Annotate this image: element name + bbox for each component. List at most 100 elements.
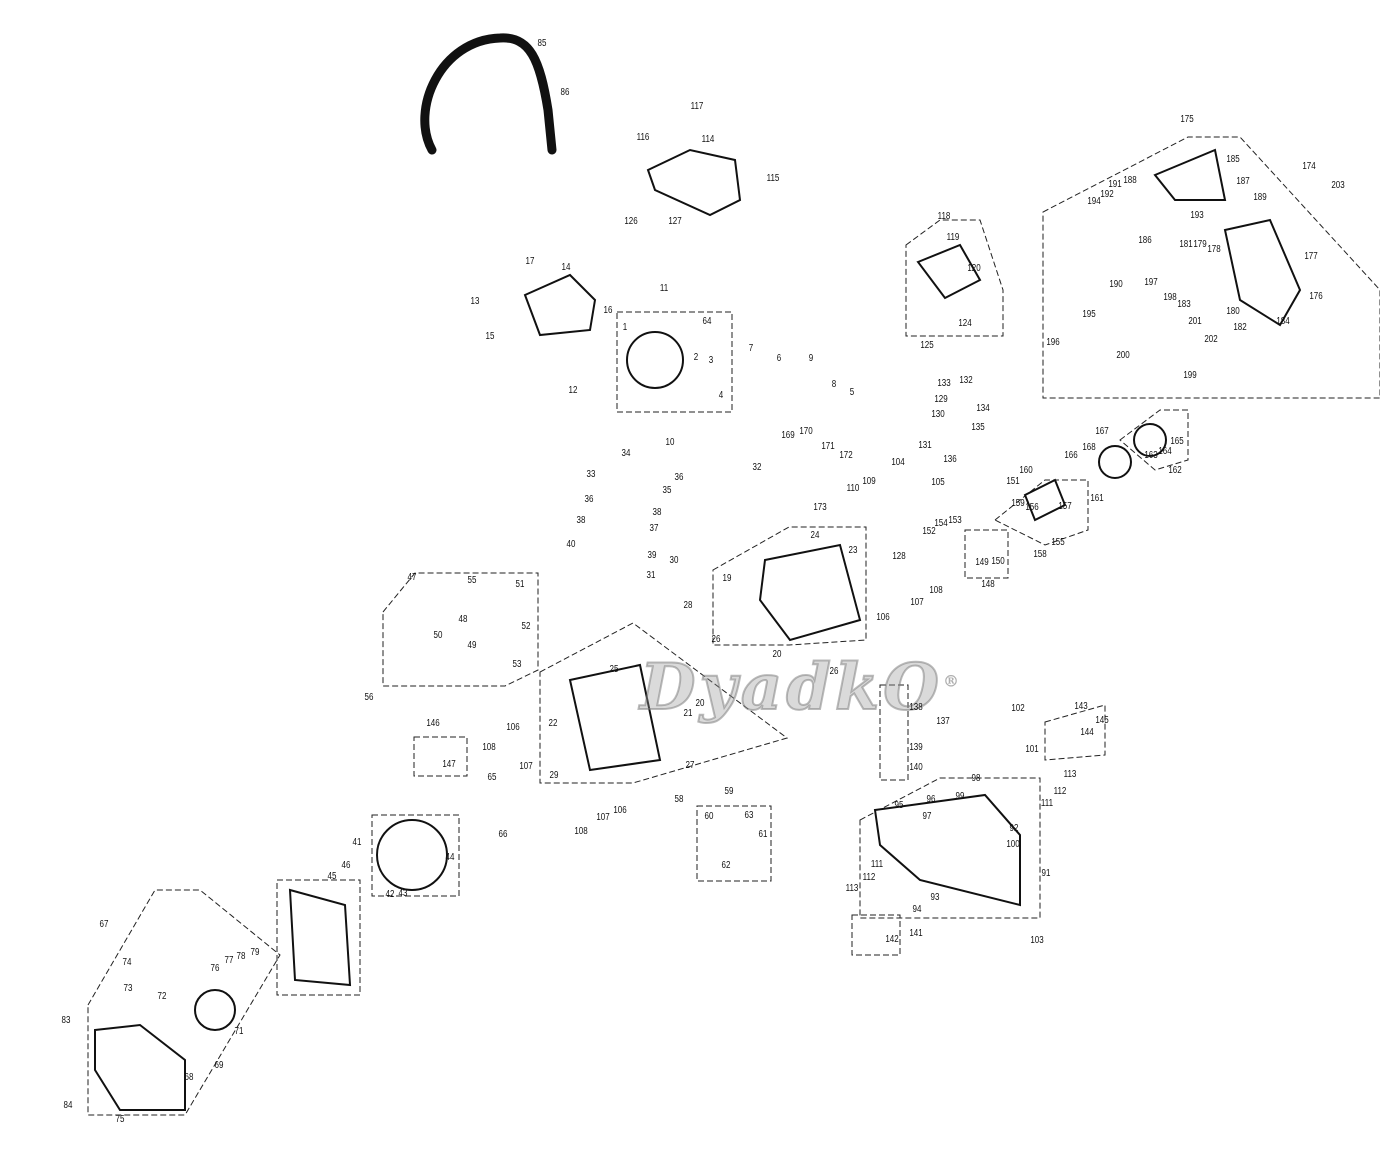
group-outline-146: [413, 736, 468, 777]
part-number-label: 22: [548, 718, 558, 729]
part-number-label: 141: [909, 928, 923, 939]
part-number-label: 100: [1006, 839, 1020, 850]
part-number-label: 164: [1158, 446, 1172, 457]
part-number-label: 36: [674, 472, 684, 483]
part-number-label: 131: [918, 440, 932, 451]
part-number-label: 101: [1025, 744, 1039, 755]
part-number-label: 59: [724, 786, 734, 797]
part-number-label: 112: [1053, 786, 1067, 797]
part-number-label: 198: [1163, 292, 1177, 303]
part-number-label: 111: [870, 859, 884, 870]
part-number-label: 148: [981, 579, 995, 590]
part-number-label: 127: [668, 216, 682, 227]
part-number-label: 112: [862, 872, 876, 883]
part-number-label: 98: [971, 773, 981, 784]
part-number-label: 152: [922, 526, 936, 537]
part-number-label: 171: [821, 441, 835, 452]
part-number-label: 149: [975, 557, 989, 568]
part-number-label: 126: [624, 216, 638, 227]
part-number-label: 38: [652, 507, 662, 518]
part-number-label: 27: [685, 760, 695, 771]
part-number-label: 83: [61, 1015, 71, 1026]
watermark-logo: DyadkO®: [639, 649, 963, 726]
part-number-label: 32: [752, 462, 762, 473]
part-number-label: 76: [210, 963, 220, 974]
part-number-label: 99: [955, 791, 965, 802]
cylinder-1: [626, 331, 684, 389]
group-outline-118: [905, 219, 1004, 337]
part-number-label: 183: [1177, 299, 1191, 310]
group-outline-cylinder: [616, 311, 733, 413]
part-number-label: 145: [1095, 715, 1109, 726]
part-number-label: 7: [748, 343, 754, 354]
part-number-label: 71: [234, 1026, 244, 1037]
part-number-label: 146: [426, 718, 440, 729]
part-number-label: 135: [971, 422, 985, 433]
part-number-label: 4: [718, 390, 724, 401]
group-outline-47: [382, 572, 539, 687]
part-number-label: 41: [352, 837, 362, 848]
part-number-label: 185: [1226, 154, 1240, 165]
part-number-label: 72: [157, 991, 167, 1002]
starter-cover-67: [94, 1023, 186, 1111]
part-number-label: 35: [662, 485, 672, 496]
part-number-label: 24: [810, 530, 820, 541]
part-number-label: 109: [862, 476, 876, 487]
part-number-label: 16: [603, 305, 613, 316]
part-number-label: 31: [646, 570, 656, 581]
part-number-label: 1: [622, 322, 628, 333]
part-number-label: 36: [584, 494, 594, 505]
part-number-label: 191: [1108, 179, 1122, 190]
part-number-label: 151: [1006, 476, 1020, 487]
part-number-label: 202: [1204, 334, 1218, 345]
group-outline-41: [371, 814, 460, 897]
part-number-label: 134: [976, 403, 990, 414]
chain-brake-cover-176: [1223, 218, 1302, 327]
part-number-label: 73: [123, 983, 133, 994]
part-number-label: 110: [846, 483, 860, 494]
part-number-label: 119: [946, 232, 960, 243]
part-number-label: 125: [920, 340, 934, 351]
part-number-label: 55: [467, 575, 477, 586]
part-number-label: 39: [647, 550, 657, 561]
part-number-label: 105: [931, 477, 945, 488]
clutch-164: [1133, 423, 1167, 457]
part-number-label: 68: [184, 1072, 194, 1083]
part-number-label: 94: [912, 904, 922, 915]
part-number-label: 106: [506, 722, 520, 733]
cover-114: [646, 148, 742, 217]
part-number-label: 40: [566, 539, 576, 550]
part-number-label: 172: [839, 450, 853, 461]
part-number-label: 5: [849, 387, 855, 398]
part-number-label: 188: [1123, 175, 1137, 186]
part-number-label: 160: [1019, 465, 1033, 476]
fan-cover: [288, 888, 352, 987]
part-number-label: 175: [1180, 114, 1194, 125]
part-number-label: 84: [63, 1100, 73, 1111]
group-outline-162: [1119, 409, 1189, 471]
part-number-label: 43: [398, 888, 408, 899]
part-number-label: 113: [845, 883, 859, 894]
part-number-label: 86: [560, 87, 570, 98]
part-number-label: 179: [1193, 239, 1207, 250]
part-number-label: 203: [1331, 180, 1345, 191]
air-filter-cover-118: [916, 243, 982, 300]
oil-pump-160: [1023, 478, 1067, 522]
part-number-label: 29: [549, 770, 559, 781]
part-number-label: 192: [1100, 189, 1114, 200]
part-number-label: 91: [1041, 868, 1051, 879]
part-number-label: 136: [943, 454, 957, 465]
part-number-label: 96: [926, 794, 936, 805]
part-number-label: 161: [1090, 493, 1104, 504]
part-number-label: 132: [959, 375, 973, 386]
part-number-label: 130: [931, 409, 945, 420]
part-number-label: 85: [537, 38, 547, 49]
part-number-label: 106: [613, 805, 627, 816]
part-number-label: 106: [876, 612, 890, 623]
part-number-label: 144: [1080, 727, 1094, 738]
part-number-label: 116: [636, 132, 650, 143]
pulley-71: [194, 989, 236, 1031]
part-number-label: 20: [772, 649, 782, 660]
